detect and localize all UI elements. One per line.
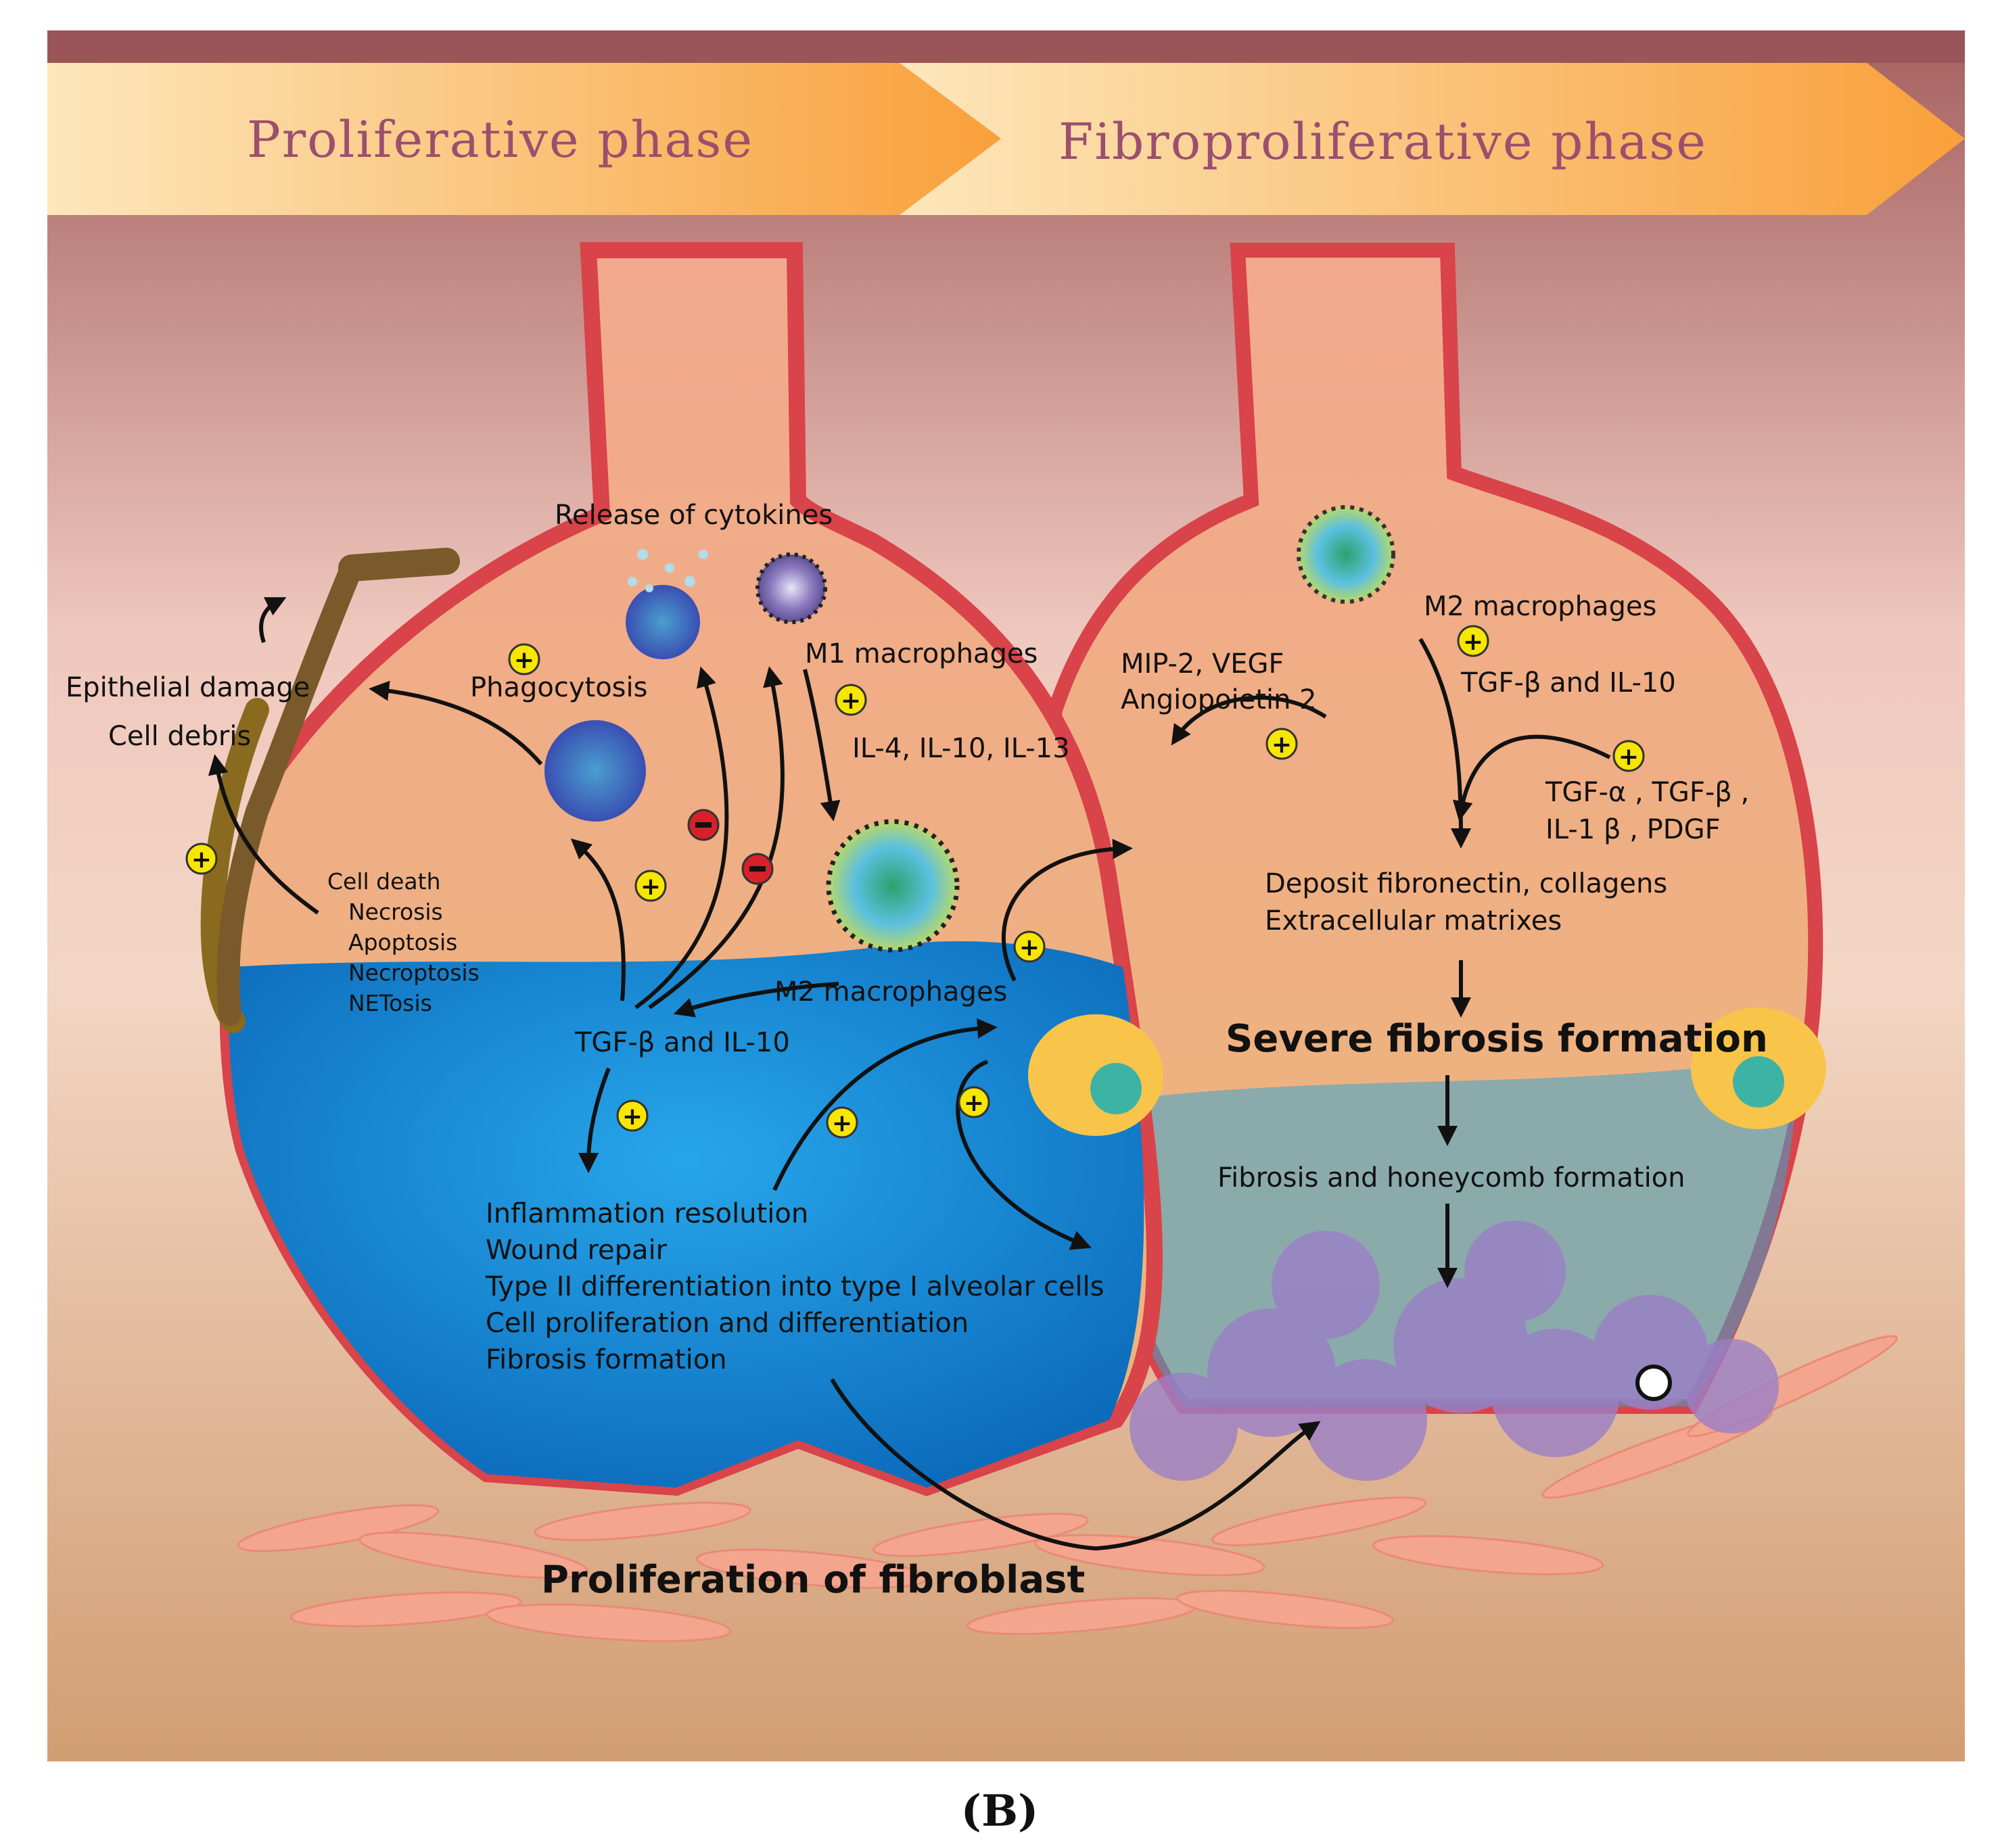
right-m2-macrophage (1297, 505, 1395, 604)
label-m1-macrophages: M1 macrophages (805, 638, 1038, 669)
phagocyte-upper (626, 585, 700, 659)
cell-death-list: Cell death Necrosis Apoptosis Necroptosi… (327, 868, 480, 1016)
label-m2-macrophages-left: M2 macrophages (774, 976, 1007, 1008)
phase-title-right: Fibroproliferative phase (1059, 113, 1707, 171)
svg-text:Inflammation resolution: Inflammation resolution (486, 1198, 808, 1229)
svg-text:+: + (1619, 743, 1639, 771)
label-il-list: IL-4, IL-10, IL-13 (852, 733, 1070, 764)
svg-text:Wound repair: Wound repair (486, 1235, 668, 1266)
svg-text:Cell proliferation and differe: Cell proliferation and differentiation (486, 1308, 969, 1339)
svg-text:+: + (841, 687, 861, 715)
phase-arrow-right (900, 63, 1965, 215)
plus-markers: + + + + + + + + + + + (185, 625, 1645, 1139)
svg-text:Fibrosis formation: Fibrosis formation (486, 1344, 727, 1375)
m2-macrophage-left (826, 819, 960, 953)
label-severe-fibrosis: Severe fibrosis formation (1226, 1017, 1768, 1061)
svg-text:Type II differentiation into t: Type II differentiation into type I alve… (485, 1271, 1104, 1302)
label-tgf-alpha-2: IL-1 β , PDGF (1545, 814, 1721, 845)
right-alveolus (1036, 243, 1826, 1481)
flow-arrows (208, 597, 1611, 1551)
honeycomb-cluster (1130, 1221, 1779, 1481)
label-epithelial-damage: Epithelial damage (66, 672, 310, 703)
label-release-cytokines: Release of cytokines (555, 500, 833, 531)
virus-icon (1635, 1365, 1672, 1401)
phase-arrow-left (47, 63, 1001, 215)
label-fibroblast: Proliferation of fibroblast (541, 1558, 1085, 1602)
label-honeycomb: Fibrosis and honeycomb formation (1217, 1162, 1685, 1193)
label-tgf-il10-left: TGF-β and IL-10 (574, 1027, 790, 1058)
svg-text:+: + (832, 1110, 852, 1137)
svg-text:+: + (191, 846, 212, 874)
svg-text:NETosis: NETosis (348, 990, 432, 1016)
svg-text:+: + (1463, 628, 1483, 656)
label-m2-macrophages-right: M2 macrophages (1424, 591, 1656, 622)
svg-text:Necrosis: Necrosis (348, 899, 443, 925)
m1-macrophage (755, 552, 827, 624)
label-deposit-1: Deposit fibronectin, collagens (1265, 868, 1667, 899)
outcome-list: Inflammation resolution Wound repair Typ… (485, 1198, 1104, 1375)
label-tgf-alpha-1: TGF-α , TGF-β , (1545, 777, 1749, 808)
phagocyte-lower (544, 720, 646, 822)
svg-text:Cell death: Cell death (327, 868, 441, 895)
svg-text:+: + (964, 1089, 984, 1117)
label-tgf-il10-right: TGF-β and IL-10 (1460, 667, 1676, 698)
label-angiopoietin: Angiopoietin 2 (1121, 684, 1317, 715)
svg-text:Apoptosis: Apoptosis (348, 929, 457, 955)
header-band (47, 30, 1965, 63)
label-mip-vegf: MIP-2, VEGF (1121, 648, 1284, 680)
svg-text:+: + (1272, 731, 1292, 759)
left-alveolus (200, 242, 1163, 1496)
svg-text:+: + (1019, 934, 1040, 962)
fibroblast-layer (237, 1335, 1898, 1642)
label-cell-debris: Cell debris (108, 721, 251, 752)
svg-text:+: + (641, 873, 661, 901)
figure-caption: (B) (961, 1786, 1039, 1837)
svg-text:Necroptosis: Necroptosis (348, 959, 480, 986)
minus-markers (687, 809, 774, 885)
phase-title-left: Proliferative phase (247, 111, 753, 169)
label-phagocytosis: Phagocytosis (470, 672, 647, 703)
svg-text:+: + (514, 646, 534, 674)
label-deposit-2: Extracellular matrixes (1265, 905, 1562, 937)
svg-text:+: + (622, 1103, 643, 1131)
